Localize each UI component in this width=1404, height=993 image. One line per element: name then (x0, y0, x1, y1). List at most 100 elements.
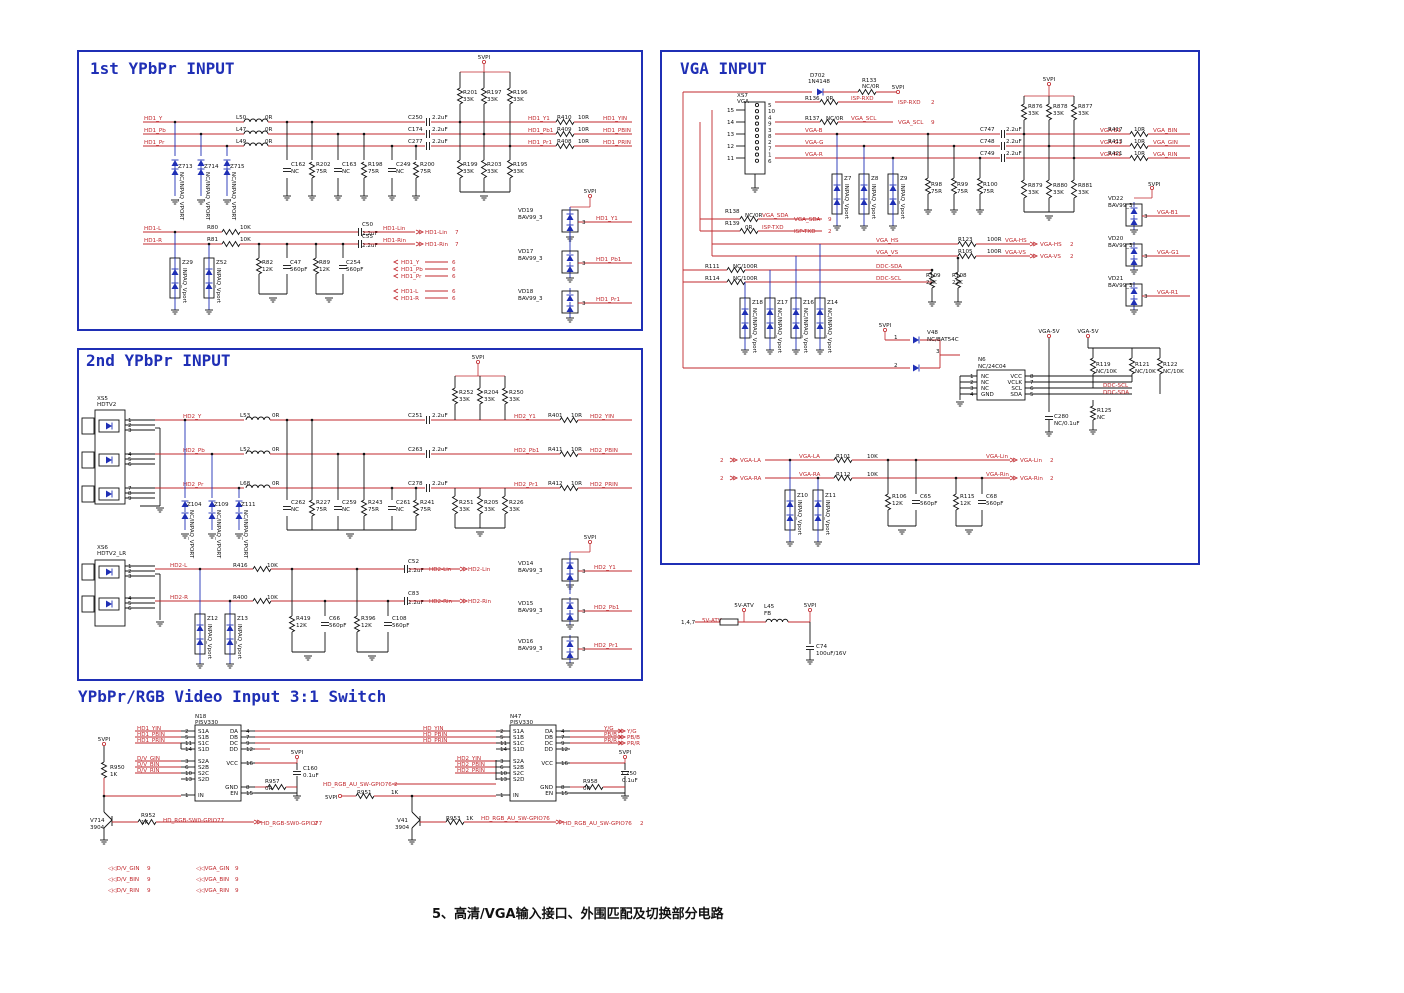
audio-res: R80 (207, 225, 218, 231)
power-label: 5VPI (478, 55, 491, 61)
out-name: HD2_PRIN (590, 482, 618, 488)
net-HD1_Y: HD1_Y (144, 116, 163, 122)
offpage-net: HD1_Y (401, 260, 420, 266)
pin-num: 12 (246, 747, 253, 753)
resistor (555, 118, 575, 126)
pd-val: 33K (487, 169, 498, 175)
diode (106, 456, 112, 464)
inductor (245, 450, 271, 455)
sw-in: HD1_PBIN (137, 732, 165, 738)
v41-part: 3904 (395, 825, 410, 831)
resistor (1070, 103, 1078, 121)
vga-connector (744, 101, 766, 175)
sheet-num: 9 (931, 120, 935, 126)
clamp-part: BAV99_3 (518, 608, 543, 614)
audio-partval: 560pF (986, 501, 1003, 507)
power-pin (337, 794, 342, 799)
res-ref: R136 (805, 96, 820, 102)
esd-part: NC/INPAQ_VPORT (230, 172, 236, 221)
clamp-part: BAV99_3 (518, 646, 543, 652)
shunt-val: NC (342, 507, 350, 513)
diode (197, 169, 205, 175)
sheet-num: 2 (1070, 242, 1074, 248)
pin-num: 7 (246, 735, 250, 741)
panel-ypbpr1-frame (77, 50, 643, 331)
power-pin (1047, 82, 1052, 87)
junction-dot (183, 418, 187, 422)
pin-num: 2 (500, 729, 504, 735)
ind-val: 0R (272, 413, 280, 419)
offpage-arrow (1009, 475, 1016, 481)
junction-dot (237, 486, 241, 490)
chip-pin: DD (544, 747, 553, 753)
clamp-ref: VD21 (1108, 276, 1124, 282)
cap-val: 2.2uF (432, 447, 448, 453)
sw-in: D/V_GIN (137, 756, 160, 762)
resistor (355, 792, 375, 800)
chip-part: PI5V330 (510, 720, 534, 726)
pwr-fuse (719, 618, 739, 626)
out-name: HD2_PBIN (590, 448, 618, 454)
chip-pin: S2D (513, 777, 524, 783)
pin-num: 2 (768, 140, 772, 146)
resistor (559, 416, 579, 424)
resistor (252, 597, 272, 605)
chip-pin: IN (198, 793, 204, 799)
audio-out2: HD1-Rin (425, 242, 449, 248)
offpage-net: HD1-L (401, 289, 419, 295)
panel-ypbpr2-title: 2nd YPbPr INPUT (86, 351, 231, 370)
sw-in: HD1_PRIN (137, 738, 165, 744)
audio-net: HD1-R (144, 238, 162, 244)
out-net: VGA-B1 (1100, 128, 1122, 134)
resistor (456, 159, 464, 179)
power-label: 5VPI (584, 189, 597, 195)
rca-jack (81, 451, 95, 469)
shunt-ref: R200 (420, 162, 435, 168)
clamp-net: HD2_Pr1 (594, 643, 618, 649)
shunt-ref: C163 (342, 162, 357, 168)
out-net: HD1_Y1 (528, 116, 550, 122)
audio-partval: 560pF (920, 501, 937, 507)
pin-num: 6 (128, 606, 132, 612)
junction-dot (390, 144, 394, 148)
pin-num: 8 (561, 785, 565, 791)
junction-dot (886, 458, 890, 462)
pin-num: 2 (128, 569, 132, 575)
pd-val: 33K (509, 507, 520, 513)
pin-num: 2 (970, 380, 974, 386)
junction-dot (314, 242, 318, 246)
pin-num: 4 (768, 115, 772, 121)
diode (106, 422, 112, 430)
ind-val: 0R (265, 139, 273, 145)
switch-chip (194, 724, 242, 802)
sheet-num: 6 (452, 296, 456, 302)
c74: C74 (816, 644, 827, 650)
offpage-arrow (1029, 253, 1036, 259)
cap-ref: C263 (408, 447, 423, 453)
esd-part: INPAQ_Vport (181, 268, 187, 304)
ind-ref: L50 (236, 115, 247, 121)
resistor (726, 278, 746, 286)
esd-ref: Z715 (230, 164, 245, 170)
chip-part: PI5V330 (195, 720, 219, 726)
clamp-net: VGA-R1 (1157, 290, 1179, 296)
res-val: 10K (267, 595, 278, 601)
diode (566, 603, 574, 609)
pin-num: 4 (128, 596, 132, 602)
power-pin (481, 60, 486, 65)
sync-net: VGA_VS (876, 250, 899, 256)
res-ref: R101 (836, 454, 851, 460)
cap-val: 2.2uF (408, 600, 424, 606)
pin-num: 3 (500, 759, 504, 765)
pin-num: 15 (727, 108, 735, 114)
sheet-num: 7 (455, 230, 459, 236)
clamp-ref: VD22 (1108, 196, 1123, 202)
ddc-net: DDC-SCL (876, 276, 902, 282)
sw-in2: HD2_PBIN (457, 762, 485, 768)
audio-part: R419 (296, 616, 311, 622)
resistor (924, 177, 932, 195)
esd-part: NC/INPAQ_Vport (776, 308, 782, 354)
resistor (819, 118, 839, 126)
eeprom-part: NC/24C04 (978, 364, 1007, 370)
